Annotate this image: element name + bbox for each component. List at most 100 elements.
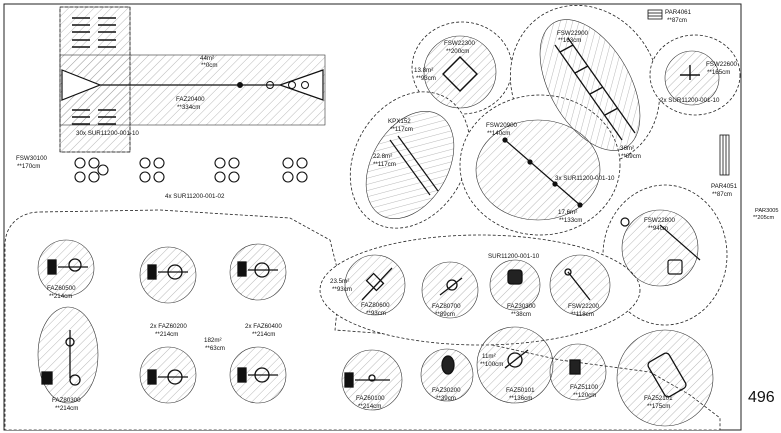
label-faz60500: FAZ60500 bbox=[47, 285, 76, 292]
label-faz30200: FAZ30200 bbox=[432, 387, 461, 394]
label-sur-2x: 2x SUR11200-001-10 bbox=[660, 97, 720, 104]
area-faz80300 bbox=[37, 306, 99, 404]
label-sur-single: SUR11200-001-10 bbox=[488, 253, 540, 260]
area-kpx152 bbox=[365, 110, 455, 220]
label-fsw22600-h: **165cm bbox=[707, 69, 730, 76]
faz60500-symbol bbox=[47, 258, 88, 275]
label-fsw22900-h: **163cm bbox=[558, 37, 581, 44]
label-fsw22800: FSW22800 bbox=[644, 217, 676, 224]
label-faz60200: 2x FAZ60200 bbox=[150, 323, 187, 330]
area-faz30200 bbox=[420, 348, 474, 402]
label-sur-4x: 4x SUR11200-001-02 bbox=[165, 193, 225, 200]
faz60400-symbol bbox=[237, 261, 278, 278]
label-fsw22800-h: **94cm bbox=[648, 225, 668, 232]
label-sur-30x: 30x SUR11200-001-10 bbox=[76, 130, 139, 137]
label-area-17-6: 17.6m² bbox=[558, 209, 577, 216]
label-fsw22200: FSW22200 bbox=[568, 303, 600, 310]
label-par4051-h: **87cm bbox=[712, 191, 732, 198]
label-faz51100: FAZ51100 bbox=[570, 384, 599, 391]
stepping-stones-4x bbox=[74, 157, 308, 183]
label-area-44-h: **0cm bbox=[201, 62, 218, 69]
page-number: 496 bbox=[748, 389, 775, 406]
label-area-11-h: **100cm bbox=[480, 361, 503, 368]
label-faz52101: FAZ52101 bbox=[644, 395, 673, 402]
label-fsw22600: FSW22600 bbox=[706, 61, 738, 68]
faz20400-symbol bbox=[61, 69, 324, 101]
label-faz30300: FAZ30300 bbox=[507, 303, 536, 310]
label-area-182: 182m² bbox=[204, 337, 222, 344]
label-faz52101-h: **175cm bbox=[647, 403, 670, 410]
label-area-22-8: 22.8m² bbox=[373, 153, 392, 160]
label-faz60100: FAZ60100 bbox=[356, 395, 385, 402]
faz80300-symbol bbox=[41, 330, 81, 386]
faz60200b-symbol bbox=[147, 369, 188, 385]
label-par4061: PAR4061 bbox=[665, 9, 692, 16]
label-fsw22200-h: **118cm bbox=[571, 311, 594, 318]
equipment bbox=[41, 9, 730, 398]
faz60400b-symbol bbox=[237, 367, 278, 383]
label-faz60400: 2x FAZ60400 bbox=[245, 323, 282, 330]
area-faz30300 bbox=[489, 259, 541, 311]
label-area-182-h: **63cm bbox=[205, 345, 225, 352]
label-area-13-8: 13.8m² bbox=[414, 67, 433, 74]
fsw20900-symbol bbox=[502, 137, 583, 208]
label-par3005-h: **205cm bbox=[753, 215, 774, 221]
label-area-23-5-h: **93cm bbox=[332, 286, 352, 293]
fitness-symbols bbox=[41, 258, 687, 398]
label-fsw30100-h: **170cm bbox=[17, 163, 40, 170]
label-area-11: 11m² bbox=[482, 353, 496, 360]
label-faz80600-h: **93cm bbox=[366, 310, 386, 317]
fsw22800-symbol bbox=[620, 217, 701, 275]
area-fsw22300 bbox=[423, 35, 497, 109]
label-fsw20900: FSW20900 bbox=[486, 122, 518, 129]
faz60100-symbol bbox=[344, 372, 390, 388]
faz80600-symbol bbox=[361, 267, 393, 301]
faz30200-symbol bbox=[441, 355, 455, 375]
label-faz30200-h: **39cm bbox=[436, 395, 456, 402]
label-faz51100-h: **120cm bbox=[573, 392, 596, 399]
fsw22200-symbol bbox=[564, 268, 591, 301]
label-area-36: 36m² bbox=[620, 145, 634, 152]
area-fsw22900 bbox=[539, 19, 641, 151]
par4051-symbol bbox=[719, 134, 730, 176]
area-faz20400-b bbox=[59, 54, 326, 126]
fsw22300-symbol bbox=[442, 56, 478, 92]
label-faz60400-h: **214cm bbox=[252, 331, 275, 338]
label-area-17-6-h: **133cm bbox=[559, 217, 582, 224]
fsw22900-symbol bbox=[554, 37, 636, 141]
label-area-36-h: **89cm bbox=[621, 153, 641, 160]
label-fsw30100: FSW30100 bbox=[16, 155, 48, 162]
faz30300-symbol bbox=[507, 269, 523, 285]
label-faz80600: FAZ80600 bbox=[361, 302, 390, 309]
label-area-22-8-h: **117cm bbox=[373, 161, 396, 168]
label-faz50101: FAZ50101 bbox=[506, 387, 535, 394]
area-faz60500 bbox=[37, 239, 95, 297]
label-sur-3x: 3x SUR11200-001-10 bbox=[555, 175, 615, 182]
label-faz60200-h: **214cm bbox=[155, 331, 178, 338]
posts-30x bbox=[72, 17, 116, 125]
kpx152-symbol bbox=[389, 135, 439, 196]
faz80700-symbol bbox=[439, 277, 463, 296]
label-area-44: 44m² bbox=[200, 55, 214, 62]
area-faz60400 bbox=[229, 243, 287, 301]
label-faz80300: FAZ80300 bbox=[52, 397, 81, 404]
label-kpx152-h: **117cm bbox=[390, 126, 413, 133]
label-faz80300-h: **214cm bbox=[55, 405, 78, 412]
par4061-symbol bbox=[647, 9, 663, 20]
label-area-23-5: 23.5m² bbox=[330, 278, 349, 285]
label-faz80700: FAZ80700 bbox=[432, 303, 461, 310]
fsw22600-symbol bbox=[680, 65, 700, 80]
area-faz52101 bbox=[616, 329, 714, 427]
label-kpx152: KPX152 bbox=[388, 118, 411, 125]
boundary-faz20400 bbox=[59, 6, 131, 153]
label-fsw22300: FSW22300 bbox=[444, 40, 476, 47]
label-par4061-h: **87cm bbox=[667, 17, 687, 24]
label-par4051: PAR4051 bbox=[711, 183, 738, 190]
label-fsw22300-h: **200cm bbox=[446, 48, 469, 55]
faz60200-symbol bbox=[147, 264, 188, 280]
label-fsw22900: FSW22900 bbox=[557, 30, 589, 37]
label-faz80700-h: **89cm bbox=[435, 311, 455, 318]
label-faz50101-h: **136cm bbox=[509, 395, 532, 402]
label-faz20400-h: **334cm bbox=[177, 104, 200, 111]
